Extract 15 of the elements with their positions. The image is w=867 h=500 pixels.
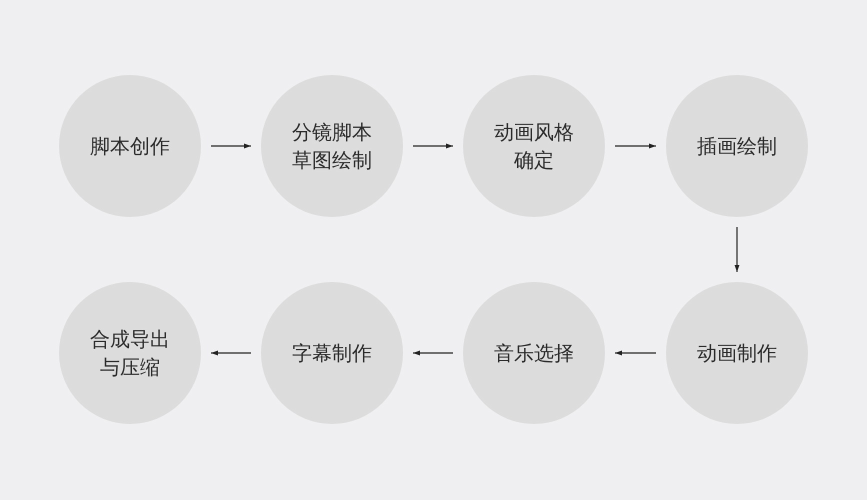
step-label: 分镜脚本草图绘制 xyxy=(291,119,373,174)
arrow xyxy=(413,143,453,149)
arrow xyxy=(615,143,656,149)
step-label: 合成导出与压缩 xyxy=(89,326,171,381)
step-label: 脚本创作 xyxy=(89,133,171,160)
arrow xyxy=(211,143,251,149)
step-label: 动画风格确定 xyxy=(493,119,575,174)
step-label: 音乐选择 xyxy=(493,340,575,367)
arrow xyxy=(615,350,656,356)
step-label: 插画绘制 xyxy=(696,133,778,160)
step-label: 字幕制作 xyxy=(291,340,373,367)
arrow xyxy=(211,350,251,356)
step-label: 动画制作 xyxy=(696,340,778,367)
arrow xyxy=(413,350,453,356)
arrow xyxy=(734,227,740,272)
